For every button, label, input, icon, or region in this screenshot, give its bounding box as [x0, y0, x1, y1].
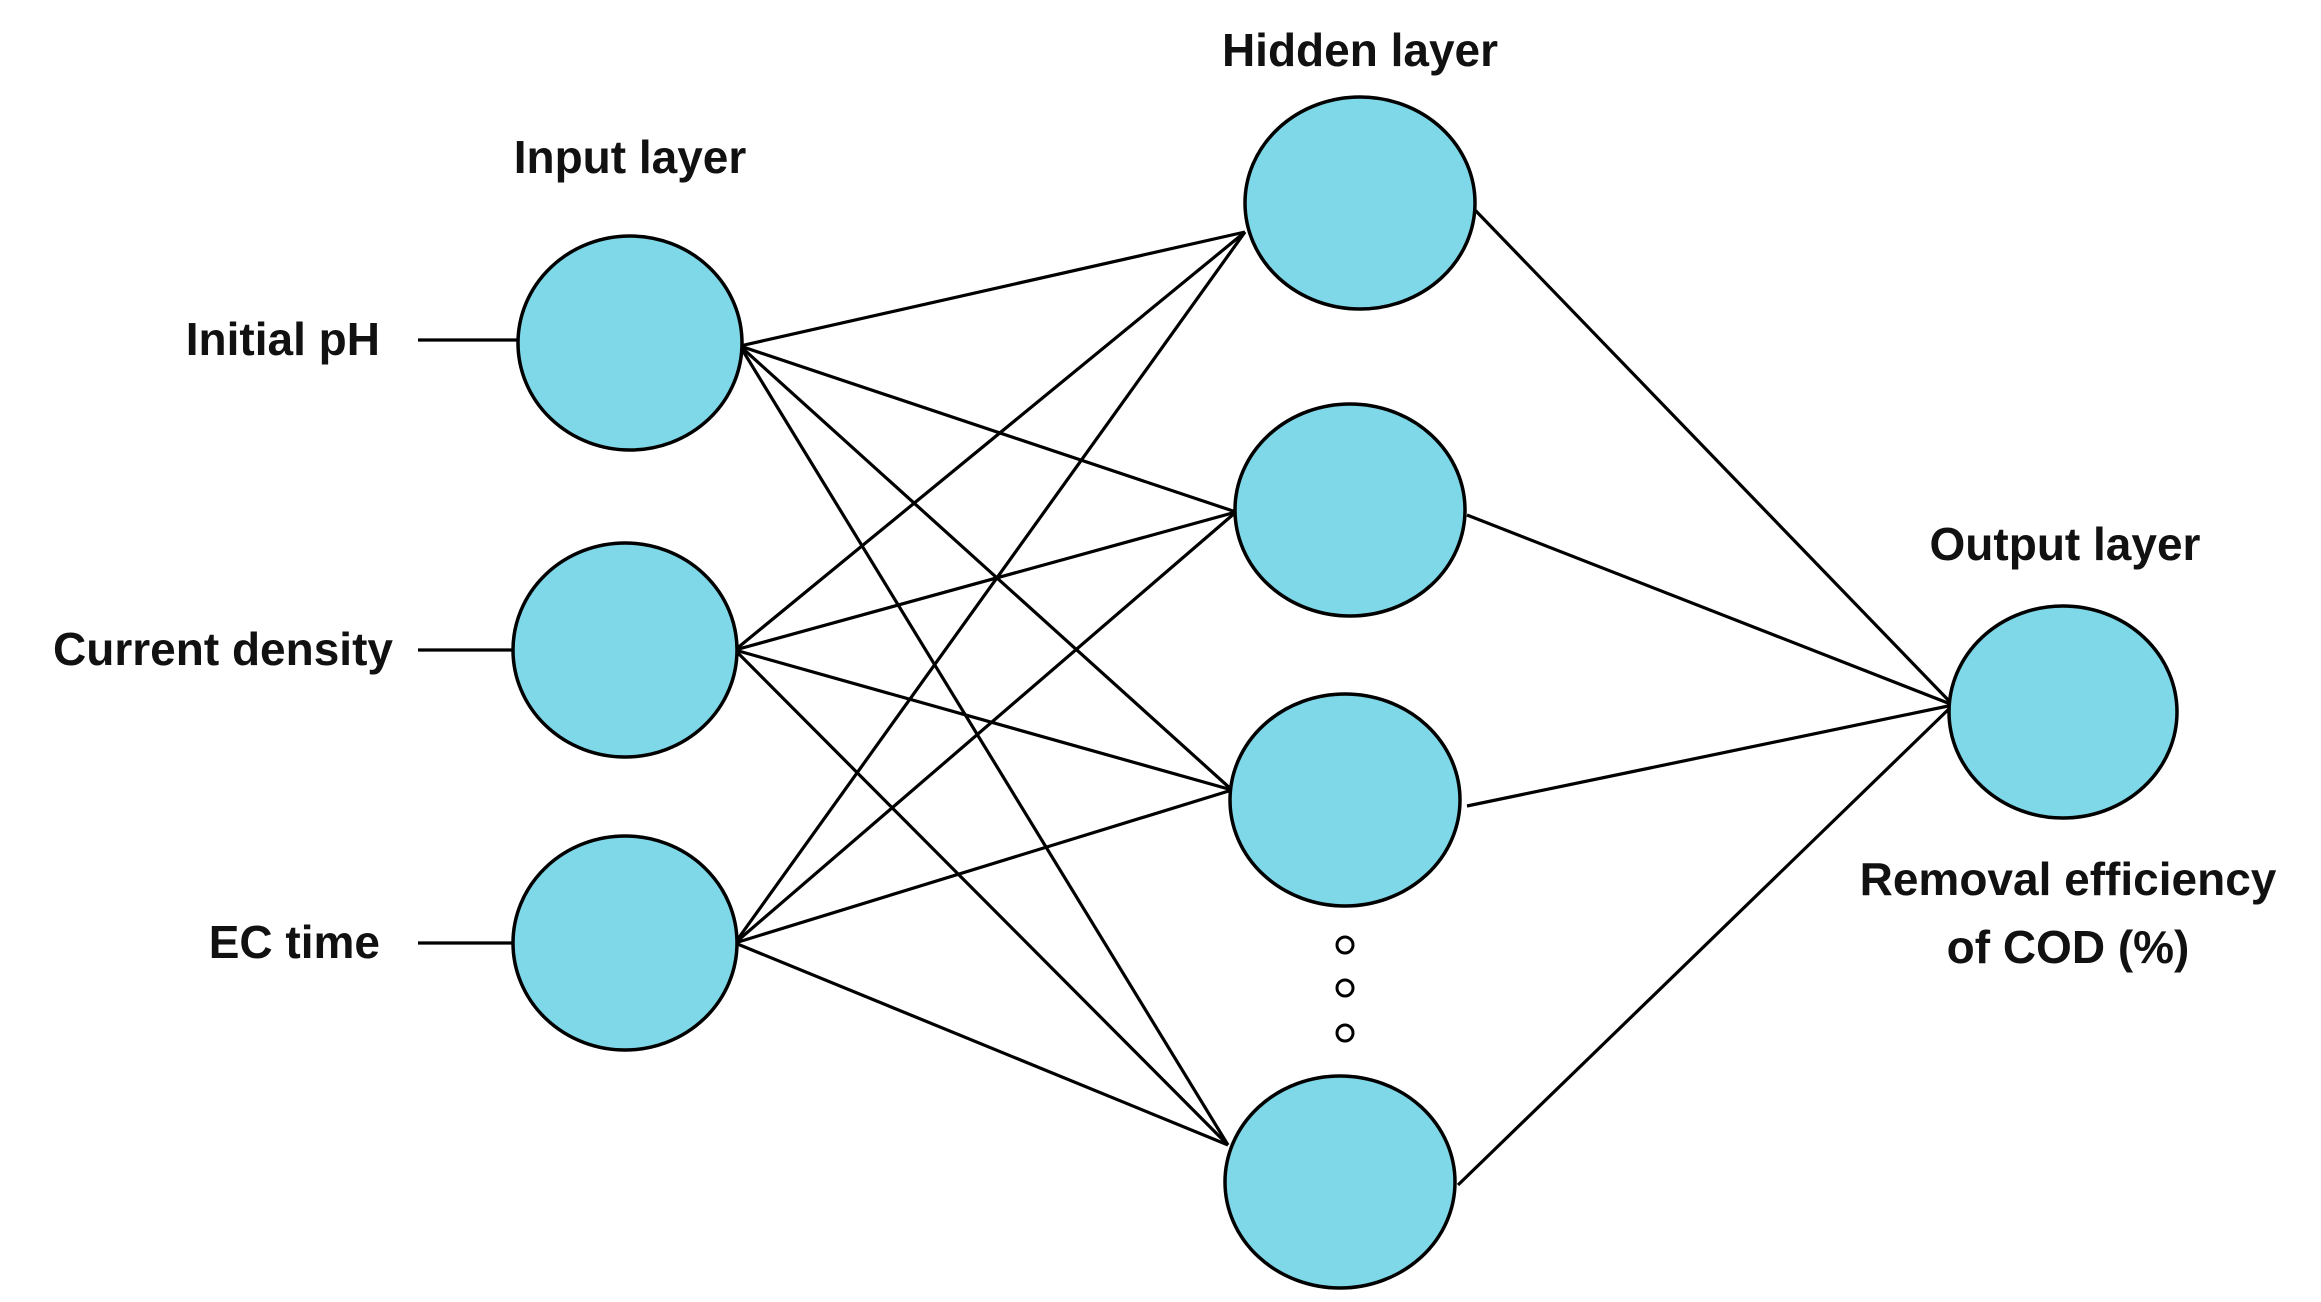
ellipsis-dot-1: [1335, 935, 1355, 955]
edge-in1-h4: [738, 345, 1230, 1146]
input-label-initial-ph: Initial pH: [186, 313, 380, 365]
input-layer-nodes: [511, 234, 744, 1052]
edge-in3-h4: [734, 941, 1229, 1147]
edge-in2-h1: [733, 230, 1247, 652]
input-node-1: [516, 234, 744, 452]
input-node-2: [511, 541, 739, 759]
edge-h3-out: [1466, 703, 1954, 808]
edge-in1-h1: [739, 230, 1246, 348]
hidden-layer-nodes: [1223, 95, 1477, 1290]
output-label-line-1: Removal efficiency: [1860, 853, 2277, 905]
hidden-ellipsis-dots: [1335, 935, 1355, 1043]
hidden-node-2: [1233, 402, 1467, 618]
hidden-node-1: [1243, 95, 1477, 311]
edge-in3-h3: [734, 788, 1233, 945]
hidden-node-3: [1228, 692, 1462, 908]
edge-in3-h1: [733, 231, 1247, 944]
hidden-layer-title: Hidden layer: [1222, 24, 1498, 76]
input-label-current-density: Current density: [53, 623, 393, 675]
edge-in2-h2: [734, 510, 1237, 652]
ellipsis-dot-2: [1335, 978, 1355, 998]
edge-h2-out: [1466, 513, 1954, 707]
input-hidden-connections: [733, 230, 1247, 1147]
edge-h1-out: [1473, 208, 1955, 707]
output-label-line-2: of COD (%): [1947, 921, 2190, 973]
edge-in2-h3: [734, 648, 1233, 792]
input-label-ec-time: EC time: [209, 916, 380, 968]
output-layer-title: Output layer: [1930, 518, 2201, 570]
input-stub-lines: [418, 338, 518, 945]
edge-in2-h4: [733, 648, 1230, 1147]
ellipsis-dot-3: [1335, 1023, 1355, 1043]
hidden-node-4: [1223, 1074, 1457, 1290]
input-layer-title: Input layer: [514, 131, 747, 183]
edge-h4-out: [1456, 703, 1955, 1187]
edge-in3-h2: [733, 510, 1238, 945]
input-node-3: [511, 834, 739, 1052]
output-node: [1947, 604, 2179, 820]
edge-in1-h2: [739, 344, 1237, 514]
hidden-output-connections: [1456, 208, 1955, 1187]
edge-in1-h3: [738, 344, 1234, 792]
